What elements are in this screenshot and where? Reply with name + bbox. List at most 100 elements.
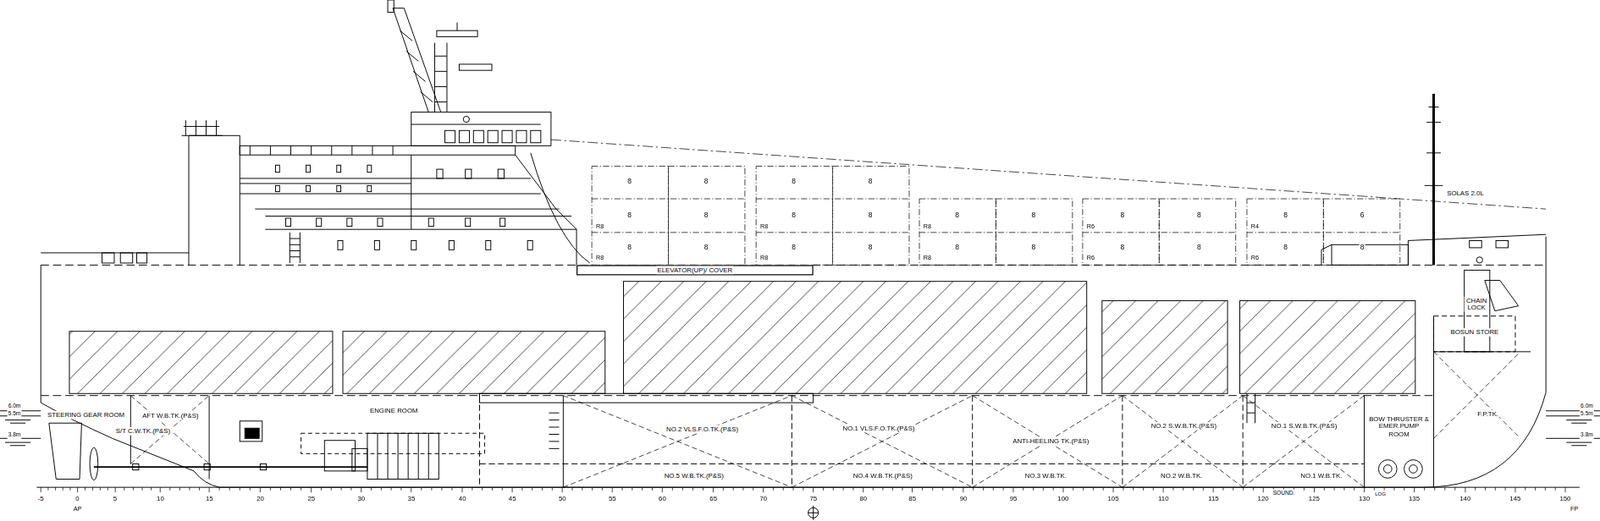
frame-tick: [512, 487, 514, 493]
frame-tick: [1163, 487, 1165, 493]
draught-mark: 3.8m: [1579, 431, 1595, 440]
frame-tick: [370, 487, 372, 492]
frame-tick: [1072, 487, 1074, 492]
container-tier: 8: [626, 243, 633, 252]
frame-tick: [921, 487, 923, 492]
frame-tick: [40, 487, 42, 493]
frame-tick: [209, 487, 210, 493]
frame-tick: [179, 487, 181, 492]
frame-tick: [722, 487, 724, 492]
frame-tick: [1565, 487, 1567, 493]
compartment: CHAIN LOCK: [1464, 296, 1490, 312]
compartment-label: NO.4 W.B.TK.(P&S): [851, 472, 914, 480]
frame-tick: [331, 487, 332, 492]
container-tier: 8: [1196, 211, 1203, 220]
elevator-cover: ELEVATOR(UP)/ COVER: [576, 264, 814, 276]
reefer-mark: R8: [595, 223, 606, 232]
compartment: STEERING GEAR ROOM: [46, 411, 126, 420]
frame-tick: [752, 487, 754, 492]
frame-tick: [160, 487, 161, 493]
reefer-mark: R8: [922, 223, 933, 232]
draught-mark: 5.5m: [6, 410, 22, 419]
frame-number: 30: [356, 495, 366, 503]
frame-tick: [702, 487, 704, 492]
container-tier: 8: [1282, 211, 1289, 220]
compartment-label: F.P.TK.: [1476, 410, 1500, 419]
compartment-label: S/T C.W.TK.(P&S): [115, 427, 172, 436]
frame-number: AP: [72, 506, 83, 514]
frame-tick: [793, 487, 795, 492]
reefer-mark: R4: [1250, 223, 1261, 232]
frame-tick: [521, 487, 523, 492]
compartment-label: NO.5 W.B.TK.(P&S): [662, 472, 725, 480]
frame-number: 95: [1008, 495, 1018, 503]
frame-number: 70: [758, 495, 768, 503]
frame-tick: [733, 487, 734, 492]
container-tier: 8: [702, 243, 709, 252]
compartment-label: NO.1 VLS.F.O.TK.(P&S): [841, 424, 916, 432]
frame-tick: [1413, 487, 1415, 493]
compartment-label: CHAIN LOCK: [1464, 296, 1490, 312]
frame-tick: [1042, 487, 1044, 492]
frame-tick: [601, 487, 603, 492]
frame-tick: [982, 487, 984, 492]
reefer-mark: R6: [1250, 254, 1261, 263]
frame-tick: [1423, 487, 1425, 492]
compartment-label: STEERING GEAR ROOM: [46, 411, 126, 420]
frame-tick: [541, 487, 543, 492]
frame-tick: [822, 487, 824, 492]
frame-number: 25: [306, 495, 316, 503]
compartment: AFT W.B.TK.(P&S): [141, 412, 200, 420]
reefer-mark: R8: [759, 254, 770, 263]
frame-tick: [115, 487, 116, 493]
solas-line-label: SOLAS 2.0L: [1445, 189, 1485, 198]
frame-number: 35: [406, 495, 416, 503]
frame-tick: [1484, 487, 1486, 492]
compartment-label: ANTI-HEELING TK.(P&S): [1011, 437, 1090, 446]
frame-number: 125: [1307, 495, 1322, 503]
frame-tick: [400, 487, 402, 492]
compartment: NO.5 W.B.TK.(P&S): [662, 472, 725, 480]
frame-tick: [1505, 487, 1507, 492]
frame-number: 60: [657, 495, 668, 503]
frame-tick: [662, 487, 663, 493]
frame-tick: [249, 487, 251, 492]
frame-tick: [502, 487, 503, 492]
frame-tick: [142, 487, 144, 492]
compartment: NO.4 W.B.TK.(P&S): [851, 472, 914, 480]
frame-tick: [420, 487, 422, 492]
compartment: S/T C.W.TK.(P&S): [115, 427, 172, 436]
frame-tick: [843, 487, 845, 492]
compartment-label: ELEVATOR(UP)/ COVER: [656, 266, 734, 275]
frame-tick: [1534, 487, 1536, 492]
container-tier: 8: [1119, 243, 1126, 252]
frame-tick: [132, 487, 134, 492]
frame-tick: [783, 487, 784, 492]
compartment: NO.2 W.B.TK.: [1159, 472, 1204, 480]
frame-number: 100: [1056, 495, 1071, 503]
frame-tick: [1313, 487, 1315, 493]
frame-number: 55: [607, 495, 618, 503]
reefer-mark: R6: [1085, 223, 1096, 232]
frame-tick: [1012, 487, 1014, 493]
frame-number: 120: [1256, 495, 1270, 503]
compartment: NO.2 VLS.F.O.TK.(P&S): [665, 425, 740, 434]
frame-tick: [952, 487, 954, 492]
frame-tick: [892, 487, 894, 492]
compartment: ANTI-HEELING TK.(P&S): [1011, 437, 1090, 446]
frame-tick: [471, 487, 473, 492]
container-tier: 8: [702, 211, 709, 220]
frame-tick: [1172, 487, 1174, 492]
compartment-label: NO.2 W.B.TK.: [1159, 472, 1204, 480]
frame-tick: [84, 487, 86, 492]
compartment-label: BOSUN STORE: [1449, 328, 1500, 337]
frame-tick: [993, 487, 994, 492]
container-tier: 8: [626, 177, 633, 186]
compartment: NO.1 W.B.TK.: [1299, 472, 1344, 480]
frame-tick: [360, 487, 362, 493]
frame-tick: [123, 487, 125, 492]
frame-tick: [350, 487, 352, 492]
frame-tick: [1353, 487, 1355, 492]
compartment: NO.3 W.B.TK.: [1024, 472, 1069, 480]
reefer-mark: R8: [759, 223, 770, 232]
